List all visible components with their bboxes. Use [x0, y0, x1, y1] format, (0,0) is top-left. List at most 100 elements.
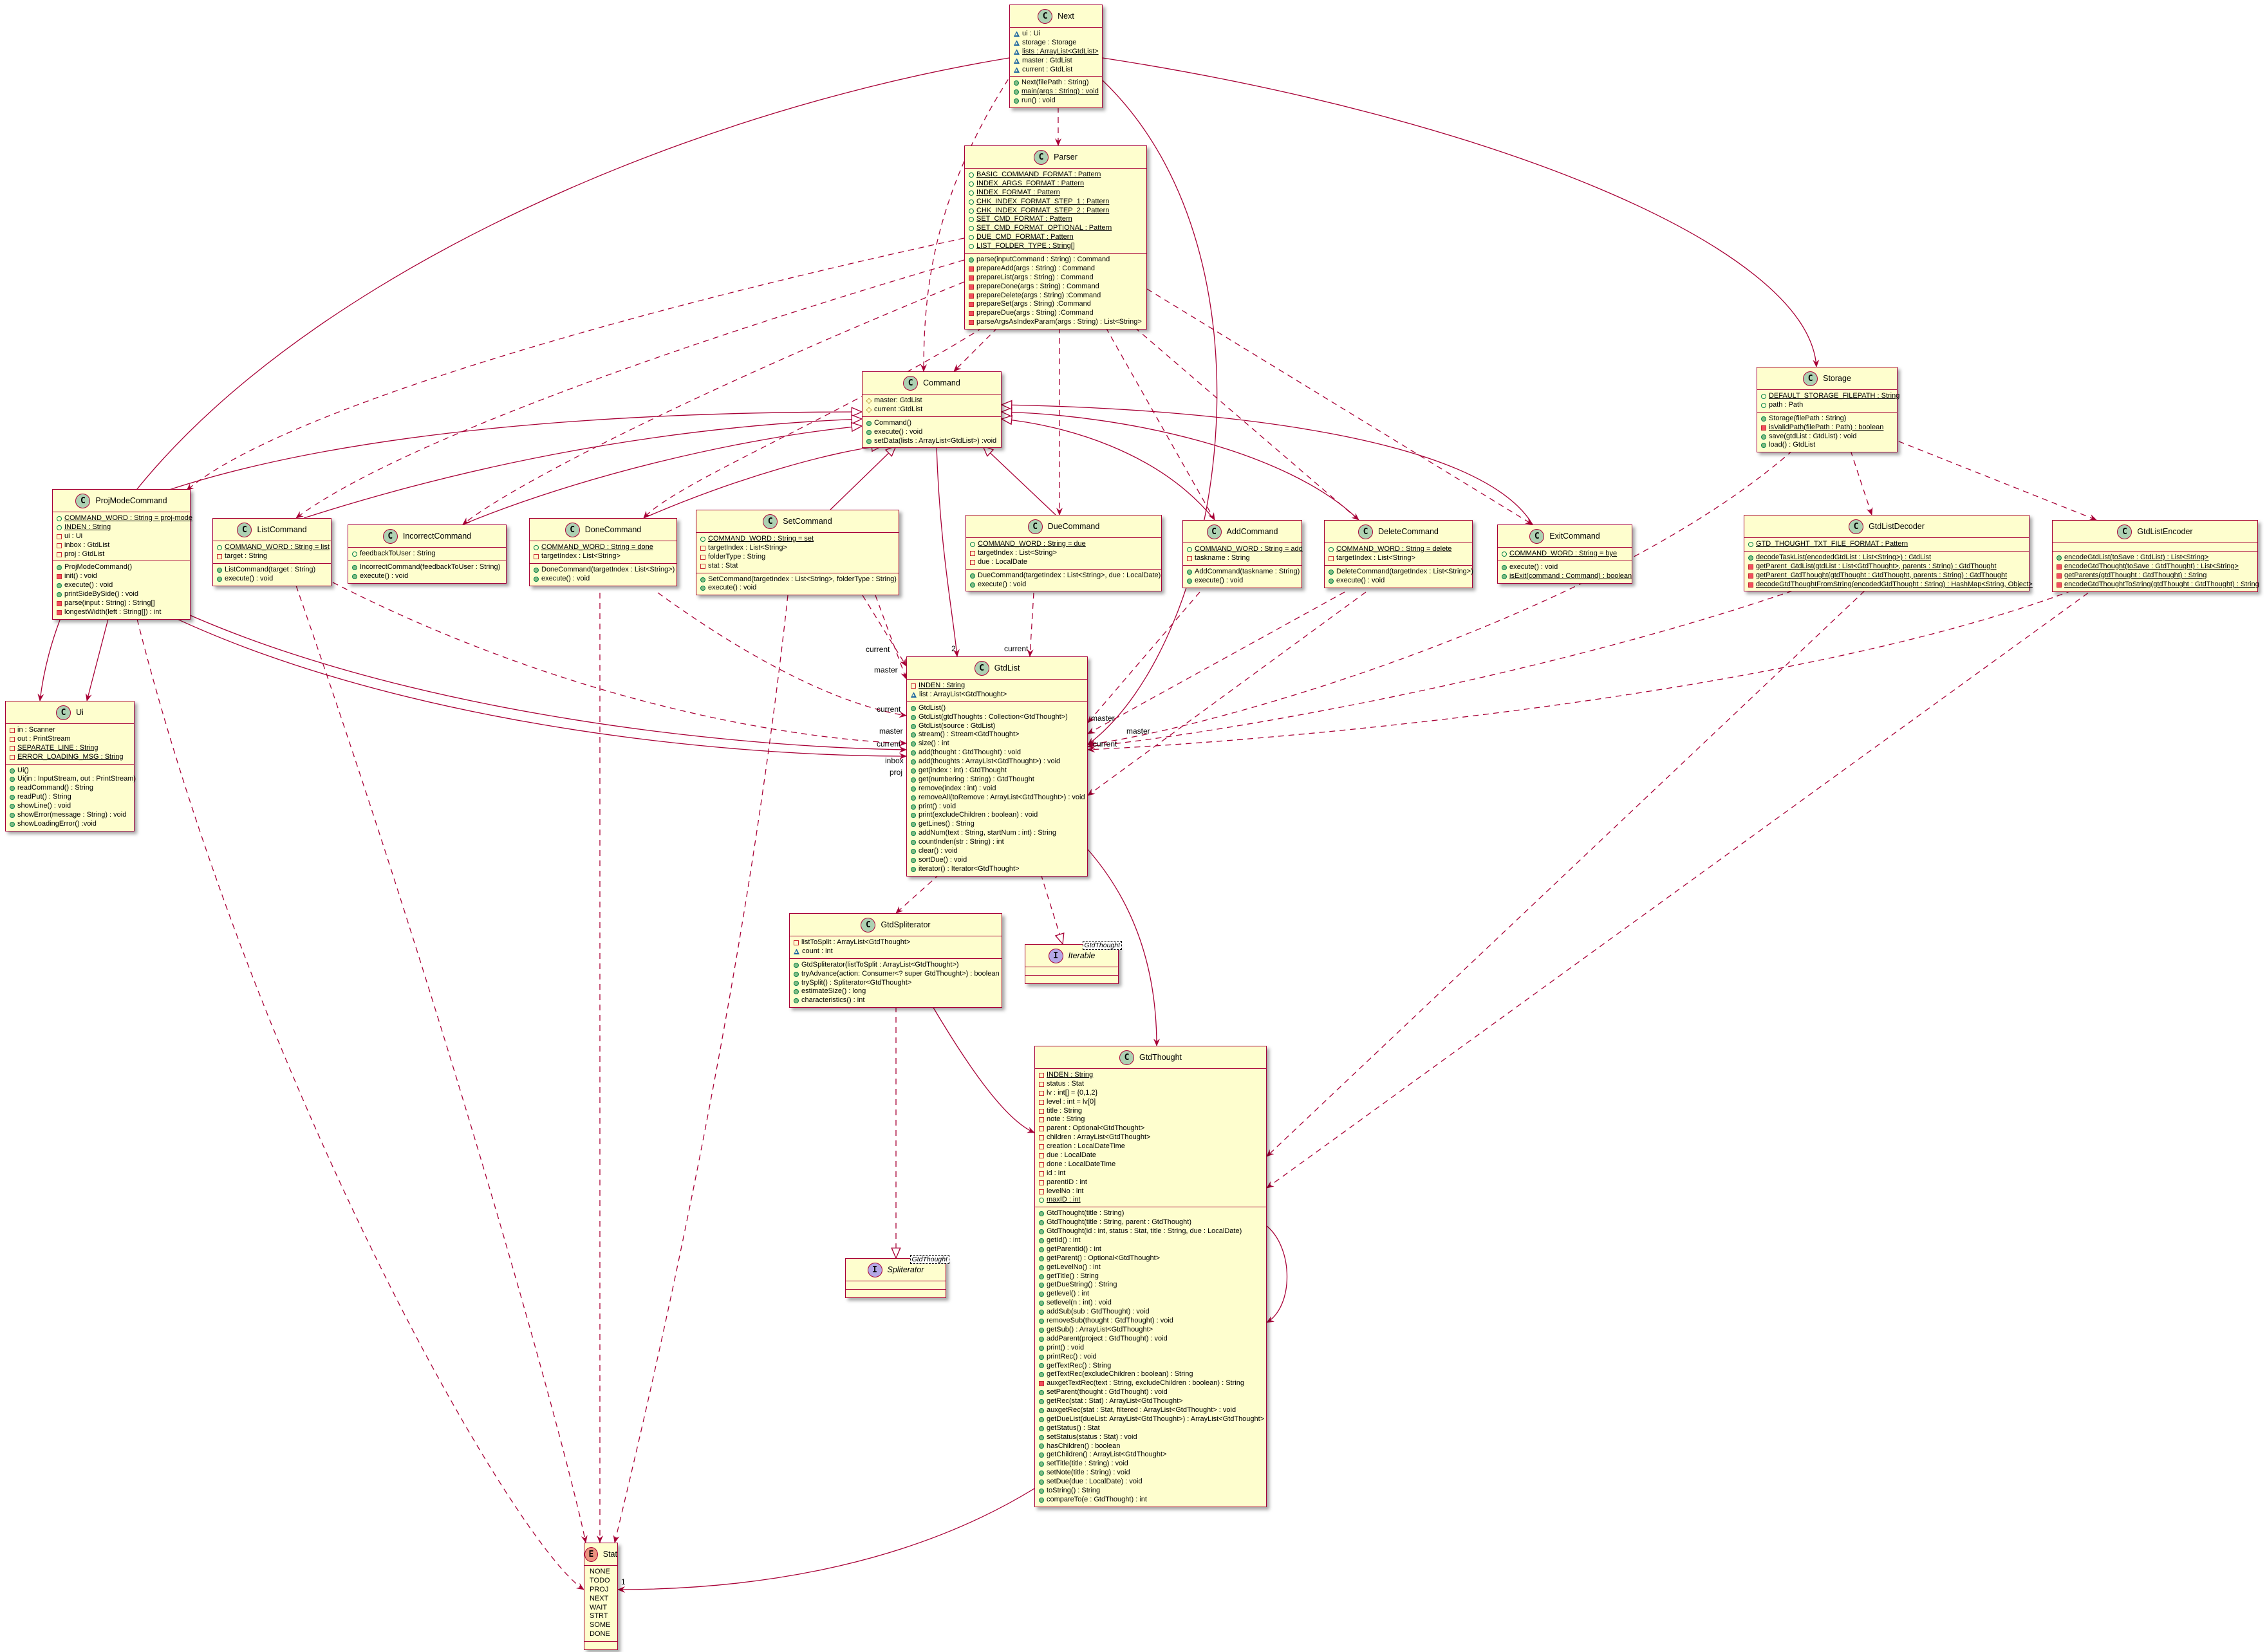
- method-text: GtdThought(id : int, status : Stat, titl…: [1047, 1227, 1242, 1236]
- edge-parser-incorrect: [462, 281, 965, 525]
- pub-visibility-icon: [57, 524, 62, 530]
- edge-projmode-stat: [136, 618, 584, 1590]
- pub-visibility-icon: [911, 857, 916, 863]
- pub-visibility-icon: [1039, 1497, 1044, 1503]
- interface-stereotype-icon: I: [1048, 948, 1063, 963]
- pub-visibility-icon: [911, 840, 916, 846]
- edge-label: current: [877, 739, 901, 748]
- field-text: SET_CMD_FORMAT : Pattern: [976, 215, 1072, 223]
- method-text: characteristics() : int: [801, 996, 865, 1005]
- method-row: toString() : String: [1039, 1487, 1264, 1496]
- pub-visibility-icon: [911, 705, 916, 711]
- edge-parser-done: [643, 327, 984, 519]
- fields-section: GTD_THOUGHT_TXT_FILE_FORMAT : Pattern: [1744, 538, 2029, 552]
- field-row: CHK_INDEX_FORMAT_STEP_1 : Pattern: [969, 198, 1144, 207]
- method-text: prepareDone(args : String) : Command: [976, 282, 1099, 290]
- field-row: in : Scanner: [10, 726, 131, 735]
- method-row: DueCommand(targetIndex : List<String>, d…: [970, 571, 1161, 580]
- method-text: GtdList(): [919, 703, 946, 712]
- pub-visibility-icon: [10, 795, 15, 801]
- method-row: showLoadingError() :void: [10, 820, 131, 829]
- field-text: ERROR_LOADING_MSG : String: [17, 752, 124, 761]
- field-text: storage : Storage: [1022, 38, 1077, 46]
- priv-visibility-icon: [970, 559, 975, 565]
- method-row: compareTo(e : GtdThought) : int: [1039, 1496, 1264, 1505]
- method-text: setlevel(n : int) : void: [1047, 1299, 1112, 1307]
- priv-visibility-icon: [911, 683, 916, 689]
- edge-label: master: [1126, 727, 1150, 736]
- pub-visibility-icon: [10, 777, 15, 783]
- method-text: getChildren() : ArrayList<GtdThought>: [1047, 1451, 1167, 1459]
- priv-visibility-icon: [1039, 1081, 1044, 1087]
- field-text: lists : ArrayList<GtdList>: [1022, 47, 1099, 55]
- pub-visibility-icon: [352, 573, 357, 579]
- priv-visibility-icon: [57, 609, 62, 615]
- method-text: getDueString() : String: [1047, 1281, 1117, 1289]
- method-row: load() : GtdList: [1761, 441, 1894, 450]
- method-text: compareTo(e : GtdThought) : int: [1047, 1495, 1147, 1503]
- priv-visibility-icon: [1039, 1117, 1044, 1123]
- pub-visibility-icon: [911, 759, 916, 765]
- field-text: CHK_INDEX_FORMAT_STEP_1 : Pattern: [976, 197, 1110, 205]
- field-row: children : ArrayList<GtdThought>: [1039, 1133, 1264, 1142]
- prot-visibility-icon: [866, 398, 872, 404]
- edge-due-gtdlist: [1027, 592, 1034, 657]
- method-text: Command(): [874, 418, 912, 427]
- method-text: encodeGtdThought(toSave : GtdThought) : …: [2064, 562, 2239, 570]
- priv-visibility-icon: [1039, 1072, 1044, 1078]
- method-row: execute() : void: [534, 575, 674, 584]
- methods-section: GtdThought(title : String)GtdThought(tit…: [1035, 1207, 1266, 1506]
- field-row: note : String: [1039, 1115, 1264, 1124]
- edge-projmode-ui: [85, 618, 109, 701]
- field-text: COMMAND_WORD : String = list: [225, 543, 330, 551]
- field-text: inbox : GtdList: [64, 541, 110, 549]
- priv-visibility-icon: [969, 302, 974, 308]
- class-stereotype-icon: C: [2117, 524, 2132, 539]
- method-row: execute() : void: [866, 428, 998, 437]
- pub-visibility-icon: [1039, 1336, 1044, 1342]
- priv-visibility-icon: [1039, 1180, 1044, 1185]
- methods-section: GtdSpliterator(listToSplit : ArrayList<G…: [790, 959, 1002, 1007]
- edge-list-extends-command: [303, 419, 862, 519]
- field-text: SEPARATE_LINE : String: [17, 743, 98, 752]
- method-row: isValidPath(filePath : Path) : boolean: [1761, 423, 1894, 432]
- field-row: COMMAND_WORD : String = delete: [1329, 545, 1469, 554]
- method-text: clear() : void: [919, 847, 958, 855]
- method-row: execute() : void: [57, 581, 187, 590]
- method-row: getRec(stat : Stat) : ArrayList<GtdThoug…: [1039, 1397, 1264, 1406]
- pub-visibility-icon: [969, 181, 974, 187]
- method-text: get(numbering : String) : GtdThought: [919, 775, 1034, 783]
- edge-exit-extends-command: [1002, 405, 1533, 525]
- priv-visibility-icon: [1187, 555, 1192, 561]
- method-text: GtdSpliterator(listToSplit : ArrayList<G…: [801, 960, 959, 969]
- edge-spliterator-gtdthought: [932, 1006, 1035, 1133]
- priv-visibility-icon: [1039, 1090, 1044, 1096]
- method-row: getParent_GtdThought(gtdThought : GtdTho…: [1748, 571, 2026, 580]
